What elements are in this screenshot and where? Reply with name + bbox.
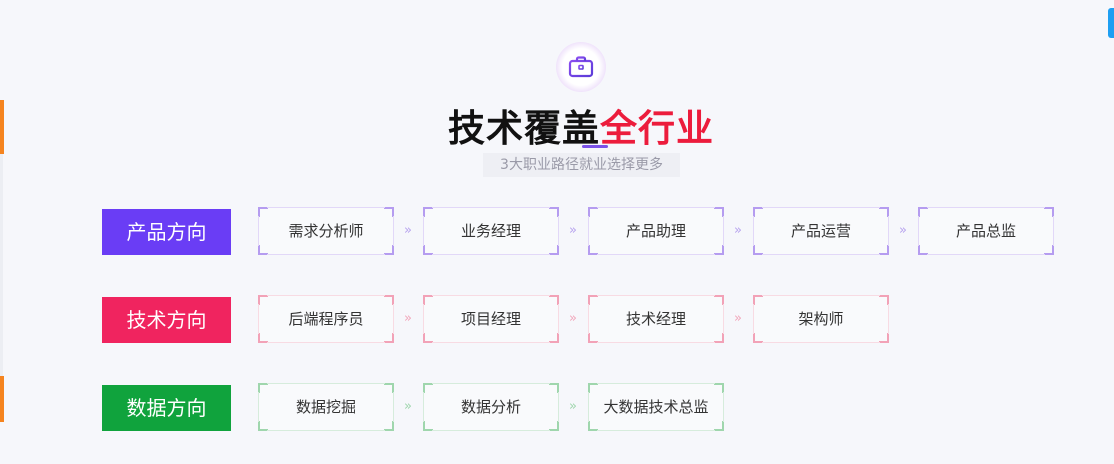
briefcase-icon-badge xyxy=(556,42,606,92)
role-chip-label: 产品运营 xyxy=(790,222,851,240)
role-chip[interactable]: 数据挖掘 xyxy=(258,383,394,431)
chevron-double-right-icon: » xyxy=(404,311,412,326)
role-chip[interactable]: 技术经理 xyxy=(588,295,724,343)
track-label-product[interactable]: 产品方向 xyxy=(102,209,231,255)
track-label-tech[interactable]: 技术方向 xyxy=(102,297,231,343)
role-chip[interactable]: 产品助理 xyxy=(588,207,724,255)
role-chip[interactable]: 业务经理 xyxy=(423,207,559,255)
role-chip[interactable]: 产品总监 xyxy=(918,207,1054,255)
role-chip-label: 后端程序员 xyxy=(288,310,364,328)
chevron-double-right-icon: » xyxy=(569,311,577,326)
role-chip[interactable]: 项目经理 xyxy=(423,295,559,343)
role-chip[interactable]: 数据分析 xyxy=(423,383,559,431)
left-edge-divider xyxy=(0,154,3,376)
title-highlight: 全行业 xyxy=(600,107,714,150)
role-chip[interactable]: 后端程序员 xyxy=(258,295,394,343)
role-chip-label: 业务经理 xyxy=(460,222,521,240)
role-chip-label: 产品总监 xyxy=(955,222,1016,240)
chevron-double-right-icon: » xyxy=(404,399,412,414)
role-chip[interactable]: 需求分析师 xyxy=(258,207,394,255)
role-chip-label: 项目经理 xyxy=(460,310,521,328)
role-chip-label: 数据挖掘 xyxy=(295,398,356,416)
role-chip[interactable]: 架构师 xyxy=(753,295,889,343)
role-chip-label: 需求分析师 xyxy=(288,222,364,240)
role-chip[interactable]: 产品运营 xyxy=(753,207,889,255)
left-edge-tab-bottom[interactable] xyxy=(0,376,4,422)
track-label-data[interactable]: 数据方向 xyxy=(102,385,231,431)
role-chip-label: 架构师 xyxy=(798,310,844,328)
left-edge-tab-top[interactable] xyxy=(0,100,4,154)
corner-float-button[interactable] xyxy=(1108,8,1114,38)
briefcase-icon xyxy=(568,56,594,78)
role-chip-label: 技术经理 xyxy=(625,310,686,328)
chevron-double-right-icon: » xyxy=(734,223,742,238)
title-main: 技术覆盖 xyxy=(448,107,600,150)
title-underline xyxy=(582,145,608,148)
chevron-double-right-icon: » xyxy=(404,223,412,238)
role-chip-label: 大数据技术总监 xyxy=(603,398,709,416)
role-chip-label: 产品助理 xyxy=(625,222,686,240)
role-chip[interactable]: 大数据技术总监 xyxy=(588,383,724,431)
section-title: 技术覆盖全行业 xyxy=(0,98,1114,152)
chevron-double-right-icon: » xyxy=(899,223,907,238)
chevron-double-right-icon: » xyxy=(734,311,742,326)
role-chip-label: 数据分析 xyxy=(460,398,521,416)
chevron-double-right-icon: » xyxy=(569,223,577,238)
section-subtitle: 3大职业路径就业选择更多 xyxy=(483,153,680,177)
chevron-double-right-icon: » xyxy=(569,399,577,414)
